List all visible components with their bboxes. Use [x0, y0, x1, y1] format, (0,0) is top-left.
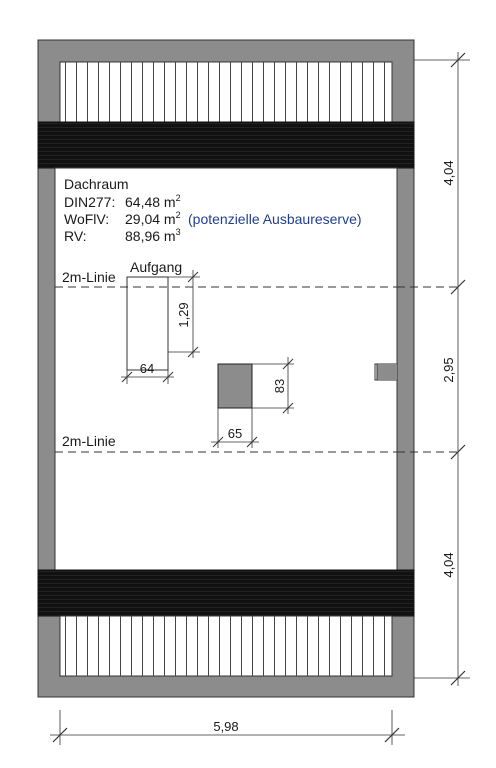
- top-beam: [37, 121, 415, 169]
- top-rafter-lines: [60, 62, 392, 122]
- chimney-width-dim: 65: [228, 426, 242, 441]
- stair-opening: [126, 276, 169, 371]
- woflv-value: 29,04 m2: [125, 210, 181, 227]
- two-meter-line-bottom-label: 2m-Linie: [62, 433, 116, 449]
- din277-value: 64,48 m2: [125, 193, 181, 210]
- rv-label: RV:: [64, 228, 87, 244]
- woflv-label: WoFlV:: [64, 211, 109, 227]
- right-top-dim: 4,04: [441, 160, 456, 185]
- right-bottom-dim: 4,04: [441, 552, 456, 577]
- wall-niche-fill: [377, 364, 397, 380]
- stair-width-dim: 64: [140, 361, 154, 376]
- bottom-rafter-lines: [60, 616, 392, 676]
- chimney: [217, 363, 253, 409]
- chimney-height-dim: 83: [272, 379, 287, 393]
- total-width-dim: 5,98: [213, 719, 238, 734]
- reserve-note: (potenzielle Ausbaureserve): [188, 211, 362, 227]
- rv-unit-sup: 3: [176, 227, 181, 237]
- right-middle-dim: 2,95: [441, 357, 456, 382]
- stair-label: Aufgang: [130, 259, 182, 275]
- woflv-unit-sup: 2: [176, 210, 181, 220]
- two-meter-line-top-label: 2m-Linie: [62, 269, 116, 285]
- bottom-beam: [37, 569, 415, 617]
- din277-unit-sup: 2: [176, 193, 181, 203]
- din277-label: DIN277:: [64, 194, 115, 210]
- rv-value: 88,96 m3: [125, 227, 181, 244]
- stair-height-dim: 1,29: [176, 302, 191, 327]
- room-name: Dachraum: [64, 176, 129, 192]
